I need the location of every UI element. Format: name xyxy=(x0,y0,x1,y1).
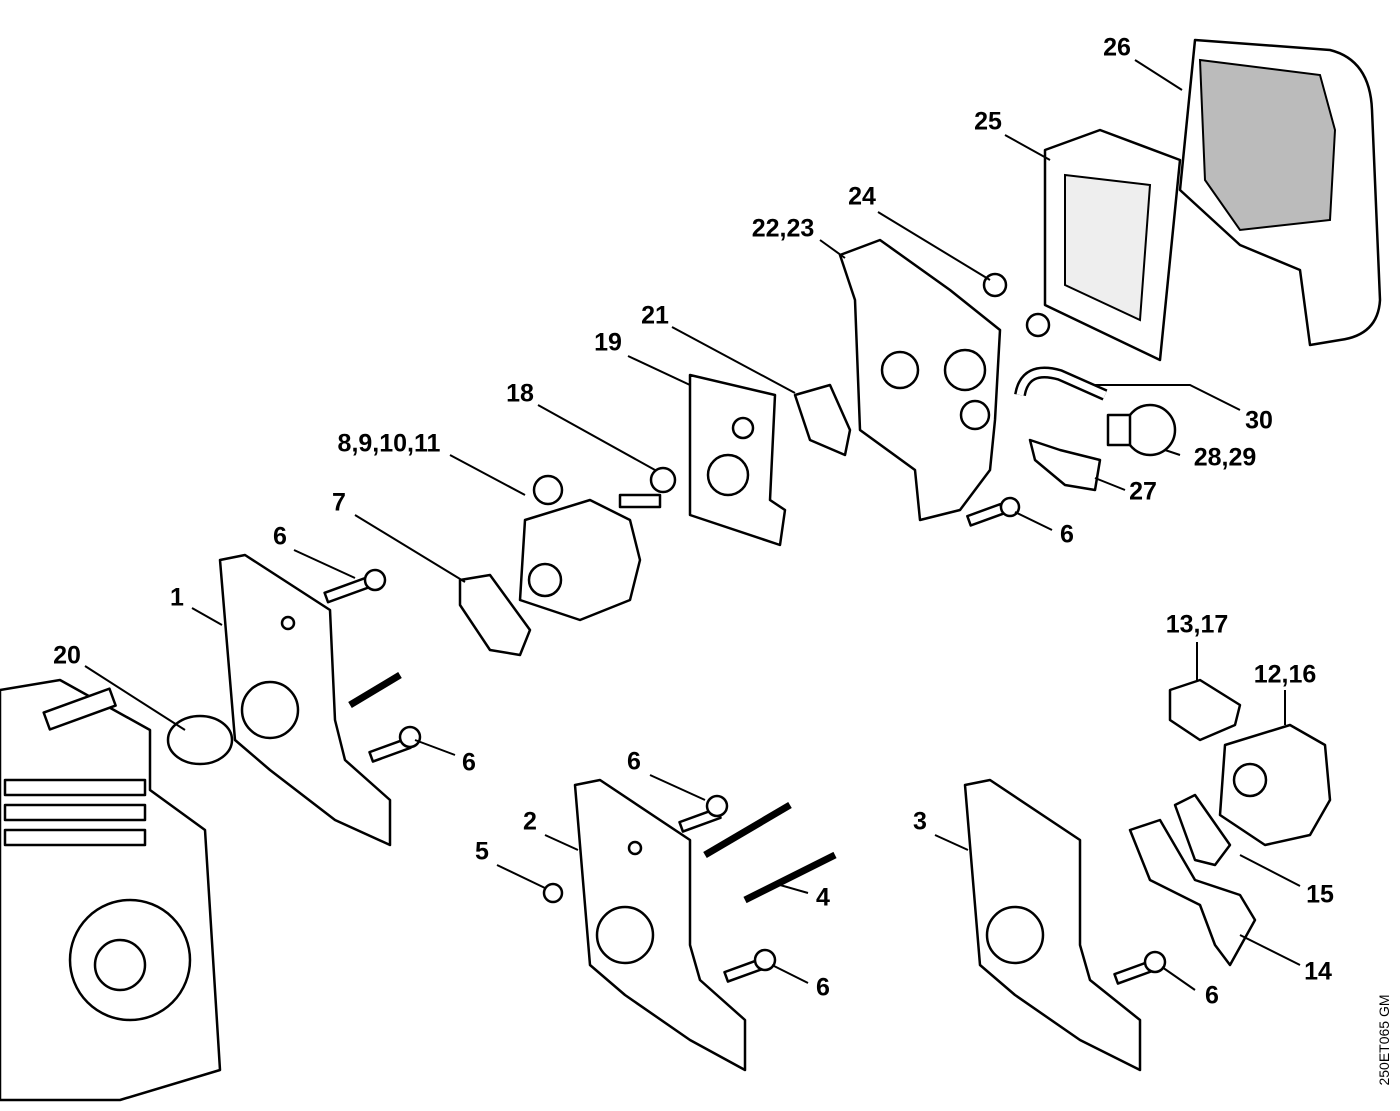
nut-part xyxy=(1025,312,1051,338)
callout-19: 19 xyxy=(594,328,622,357)
callout-12-16: 12,16 xyxy=(1253,660,1317,689)
callout-13-17: 13,17 xyxy=(1165,610,1229,639)
carrier-plate-3 xyxy=(963,778,1142,1072)
callout-28-29: 28,29 xyxy=(1193,443,1257,472)
callout-3: 3 xyxy=(913,807,927,836)
gasket-15-part xyxy=(1173,793,1232,867)
filter-base-part xyxy=(838,238,1002,522)
callout-7: 7 xyxy=(332,488,346,517)
gasket-14-part xyxy=(1128,818,1257,967)
callout-24: 24 xyxy=(848,182,876,211)
air-filter-part xyxy=(1043,128,1182,362)
callout-27: 27 xyxy=(1129,477,1157,506)
sleeve-20-part xyxy=(166,714,234,766)
air-filter-cover-part xyxy=(1178,38,1382,347)
callout-1: 1 xyxy=(170,583,184,612)
callout-4: 4 xyxy=(816,883,830,912)
gasket-part xyxy=(458,573,532,657)
manifold-part xyxy=(1168,678,1242,742)
callout-6: 6 xyxy=(462,748,476,777)
callout-20: 20 xyxy=(53,641,81,670)
callout-6: 6 xyxy=(627,747,641,776)
sleeve-part xyxy=(649,466,677,494)
screws-part xyxy=(323,496,1167,985)
callout-18: 18 xyxy=(506,379,534,408)
callout-5: 5 xyxy=(475,837,489,866)
callout-8-9-10-11: 8,9,10,11 xyxy=(337,429,441,458)
carrier-plate-2 xyxy=(573,778,747,1072)
callout-6: 6 xyxy=(1205,981,1219,1010)
callout-25: 25 xyxy=(974,107,1002,136)
primer-bulb-part xyxy=(1106,403,1177,457)
callout-6: 6 xyxy=(816,973,830,1002)
choke-part xyxy=(1028,438,1102,492)
drawing-code: 250ET065 GM xyxy=(1376,994,1392,1086)
callout-15: 15 xyxy=(1306,880,1334,909)
callout-22-23: 22,23 xyxy=(751,214,815,243)
leader-lines xyxy=(84,59,1301,991)
callout-30: 30 xyxy=(1245,406,1273,435)
engine-cylinder-part xyxy=(0,678,222,1102)
nut-part xyxy=(542,882,564,904)
callout-6: 6 xyxy=(1060,520,1074,549)
callout-2: 2 xyxy=(523,807,537,836)
callout-14: 14 xyxy=(1304,957,1332,986)
stud-part xyxy=(348,671,837,904)
carburetor-part xyxy=(518,474,662,622)
carburetor-2-part xyxy=(1218,723,1332,847)
callout-6: 6 xyxy=(273,522,287,551)
gasket-part xyxy=(793,383,852,457)
gasket-plate-part xyxy=(688,373,787,547)
callout-21: 21 xyxy=(641,301,669,330)
carrier-plate-1 xyxy=(218,553,392,847)
fuel-hose-part xyxy=(1016,369,1107,399)
callout-26: 26 xyxy=(1103,33,1131,62)
